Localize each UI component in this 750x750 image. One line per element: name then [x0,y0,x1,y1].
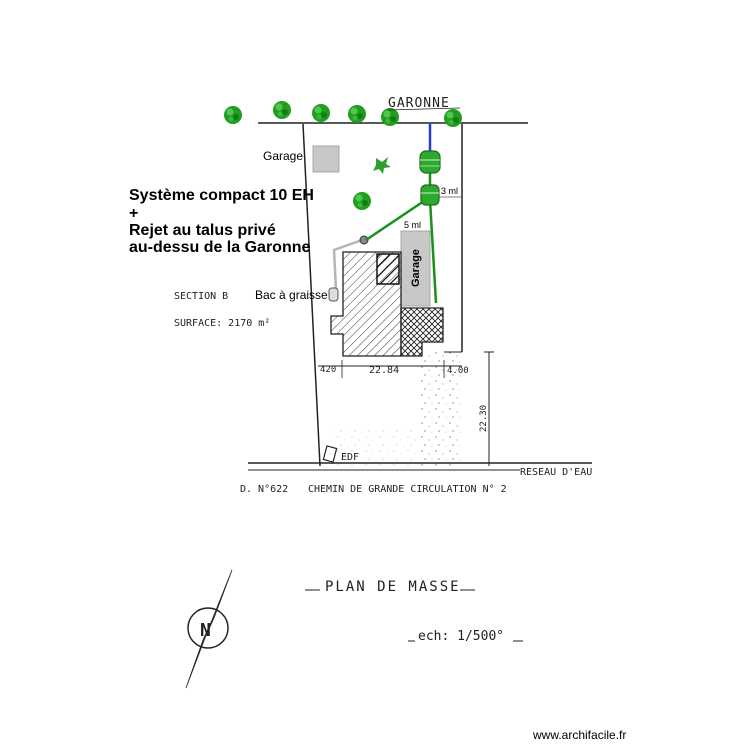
distance-5ml-label: 5 ml [404,220,421,230]
tree-icon [353,192,371,210]
tree-icon [273,101,291,119]
dim-right-label: 4.00 [447,366,469,376]
garage-top-box [312,145,340,173]
system-line-2: + [129,205,138,222]
edf-label: EDF [341,452,359,463]
pipe-to-garage [428,199,438,304]
bac-a-graisse-label: Bac à graisse [255,288,328,302]
dim-left-label: 420 [320,365,336,375]
tree-icon [348,105,366,123]
tree-icon [224,106,242,124]
watermark-text: www.archifacile.fr [532,728,626,742]
surface-label: SURFACE: 2170 m² [174,318,270,329]
scale-label: ech: 1/500° [418,629,504,644]
reseau-label: RESEAU D'EAU [520,467,592,478]
system-line-3: Rejet au talus privé [129,222,276,239]
dim-vertical-label: 22.30 [479,405,489,432]
road-name-label: CHEMIN DE GRANDE CIRCULATION N° 2 [308,484,507,495]
bac-a-graisse-icon [328,287,339,302]
shrub-icon [373,157,391,174]
garage-vertical-box [400,230,431,307]
section-label: SECTION B [174,291,228,302]
plan-title: PLAN DE MASSE [325,579,461,595]
system-line-4: au-dessu de la Garonne [129,239,310,256]
garage-vertical-label: Garage [410,249,422,287]
dim-mid-label: 22.84 [369,365,399,376]
north-compass-icon: N [185,569,233,689]
tree-icon [312,104,330,122]
house-footprint [330,251,444,357]
tank-icon [420,184,440,206]
garage-top-label: Garage [263,149,303,163]
tank-icon [419,150,441,174]
tree-icon [444,109,462,127]
pipe-gray [332,238,363,291]
distance-3ml-label: 3 ml [441,186,458,196]
road-code-label: D. N°622 [240,484,288,495]
river-label: GARONNE [388,96,450,111]
edf-meter-box [322,445,338,463]
pipe-to-tank [365,195,431,242]
north-label: N [200,620,211,641]
system-line-1: Système compact 10 EH [129,187,314,204]
plot-west-boundary [302,123,321,467]
